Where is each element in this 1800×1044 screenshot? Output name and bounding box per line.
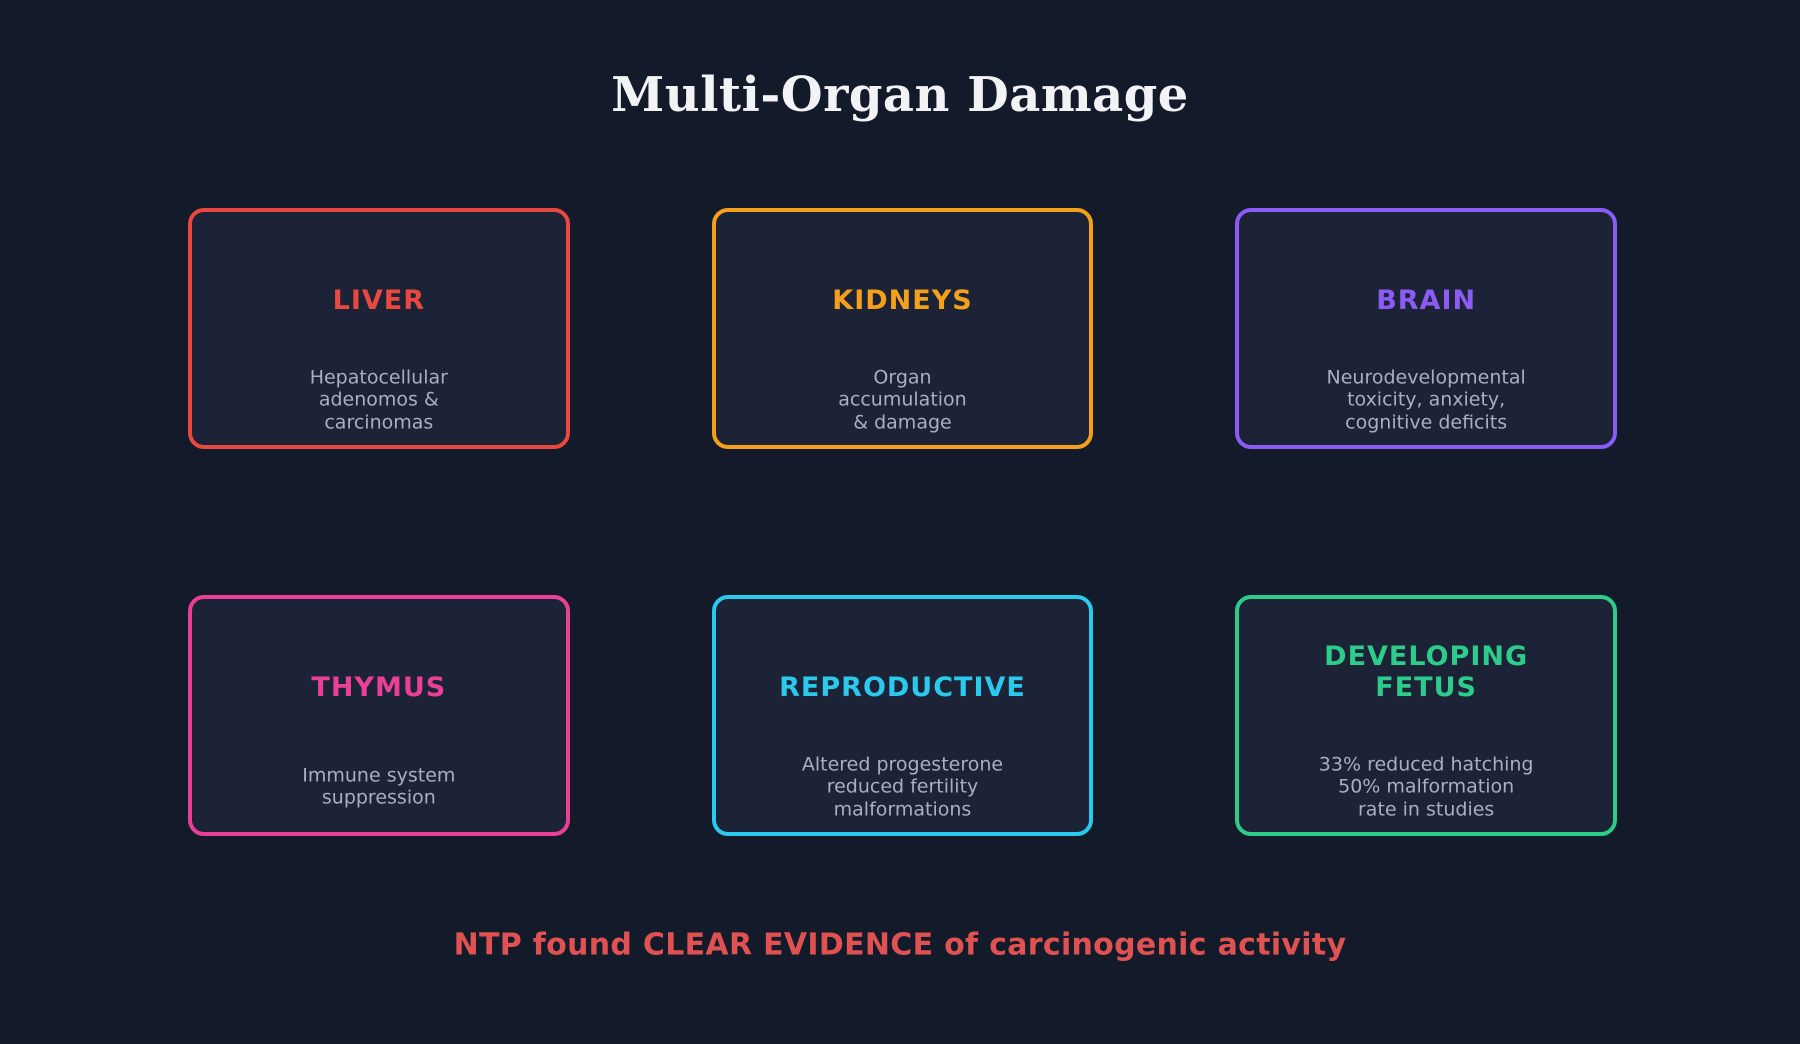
card-thymus-title: THYMUS bbox=[311, 671, 447, 703]
card-reproductive-title: REPRODUCTIVE bbox=[779, 671, 1026, 703]
card-brain: BRAIN Neurodevelopmental toxicity, anxie… bbox=[1235, 208, 1617, 449]
organ-cards-grid: LIVER Hepatocellular adenomos & carcinom… bbox=[188, 208, 1617, 836]
page-title: Multi-Organ Damage bbox=[611, 67, 1189, 123]
card-reproductive: REPRODUCTIVE Altered progesterone reduce… bbox=[711, 595, 1094, 836]
card-kidneys: KIDNEYS Organ accumulation & damage bbox=[711, 208, 1094, 449]
card-liver-title: LIVER bbox=[332, 284, 426, 316]
card-thymus-body: Immune system suppression bbox=[302, 764, 456, 809]
card-reproductive-body: Altered progesterone reduced fertility m… bbox=[801, 753, 1004, 821]
footer-note: NTP found CLEAR EVIDENCE of carcinogenic… bbox=[453, 927, 1347, 963]
card-developing-fetus: DEVELOPING FETUS 33% reduced hatching 50… bbox=[1235, 595, 1617, 836]
card-kidneys-body: Organ accumulation & damage bbox=[838, 366, 967, 434]
card-brain-title: BRAIN bbox=[1376, 284, 1477, 316]
card-liver: LIVER Hepatocellular adenomos & carcinom… bbox=[188, 208, 570, 449]
card-developing-fetus-body: 33% reduced hatching 50% malformation ra… bbox=[1318, 753, 1534, 821]
card-developing-fetus-title: DEVELOPING FETUS bbox=[1324, 640, 1529, 703]
card-thymus: THYMUS Immune system suppression bbox=[188, 595, 570, 836]
card-kidneys-title: KIDNEYS bbox=[832, 284, 973, 316]
card-brain-body: Neurodevelopmental toxicity, anxiety, co… bbox=[1326, 366, 1526, 434]
card-liver-body: Hepatocellular adenomos & carcinomas bbox=[309, 366, 448, 434]
